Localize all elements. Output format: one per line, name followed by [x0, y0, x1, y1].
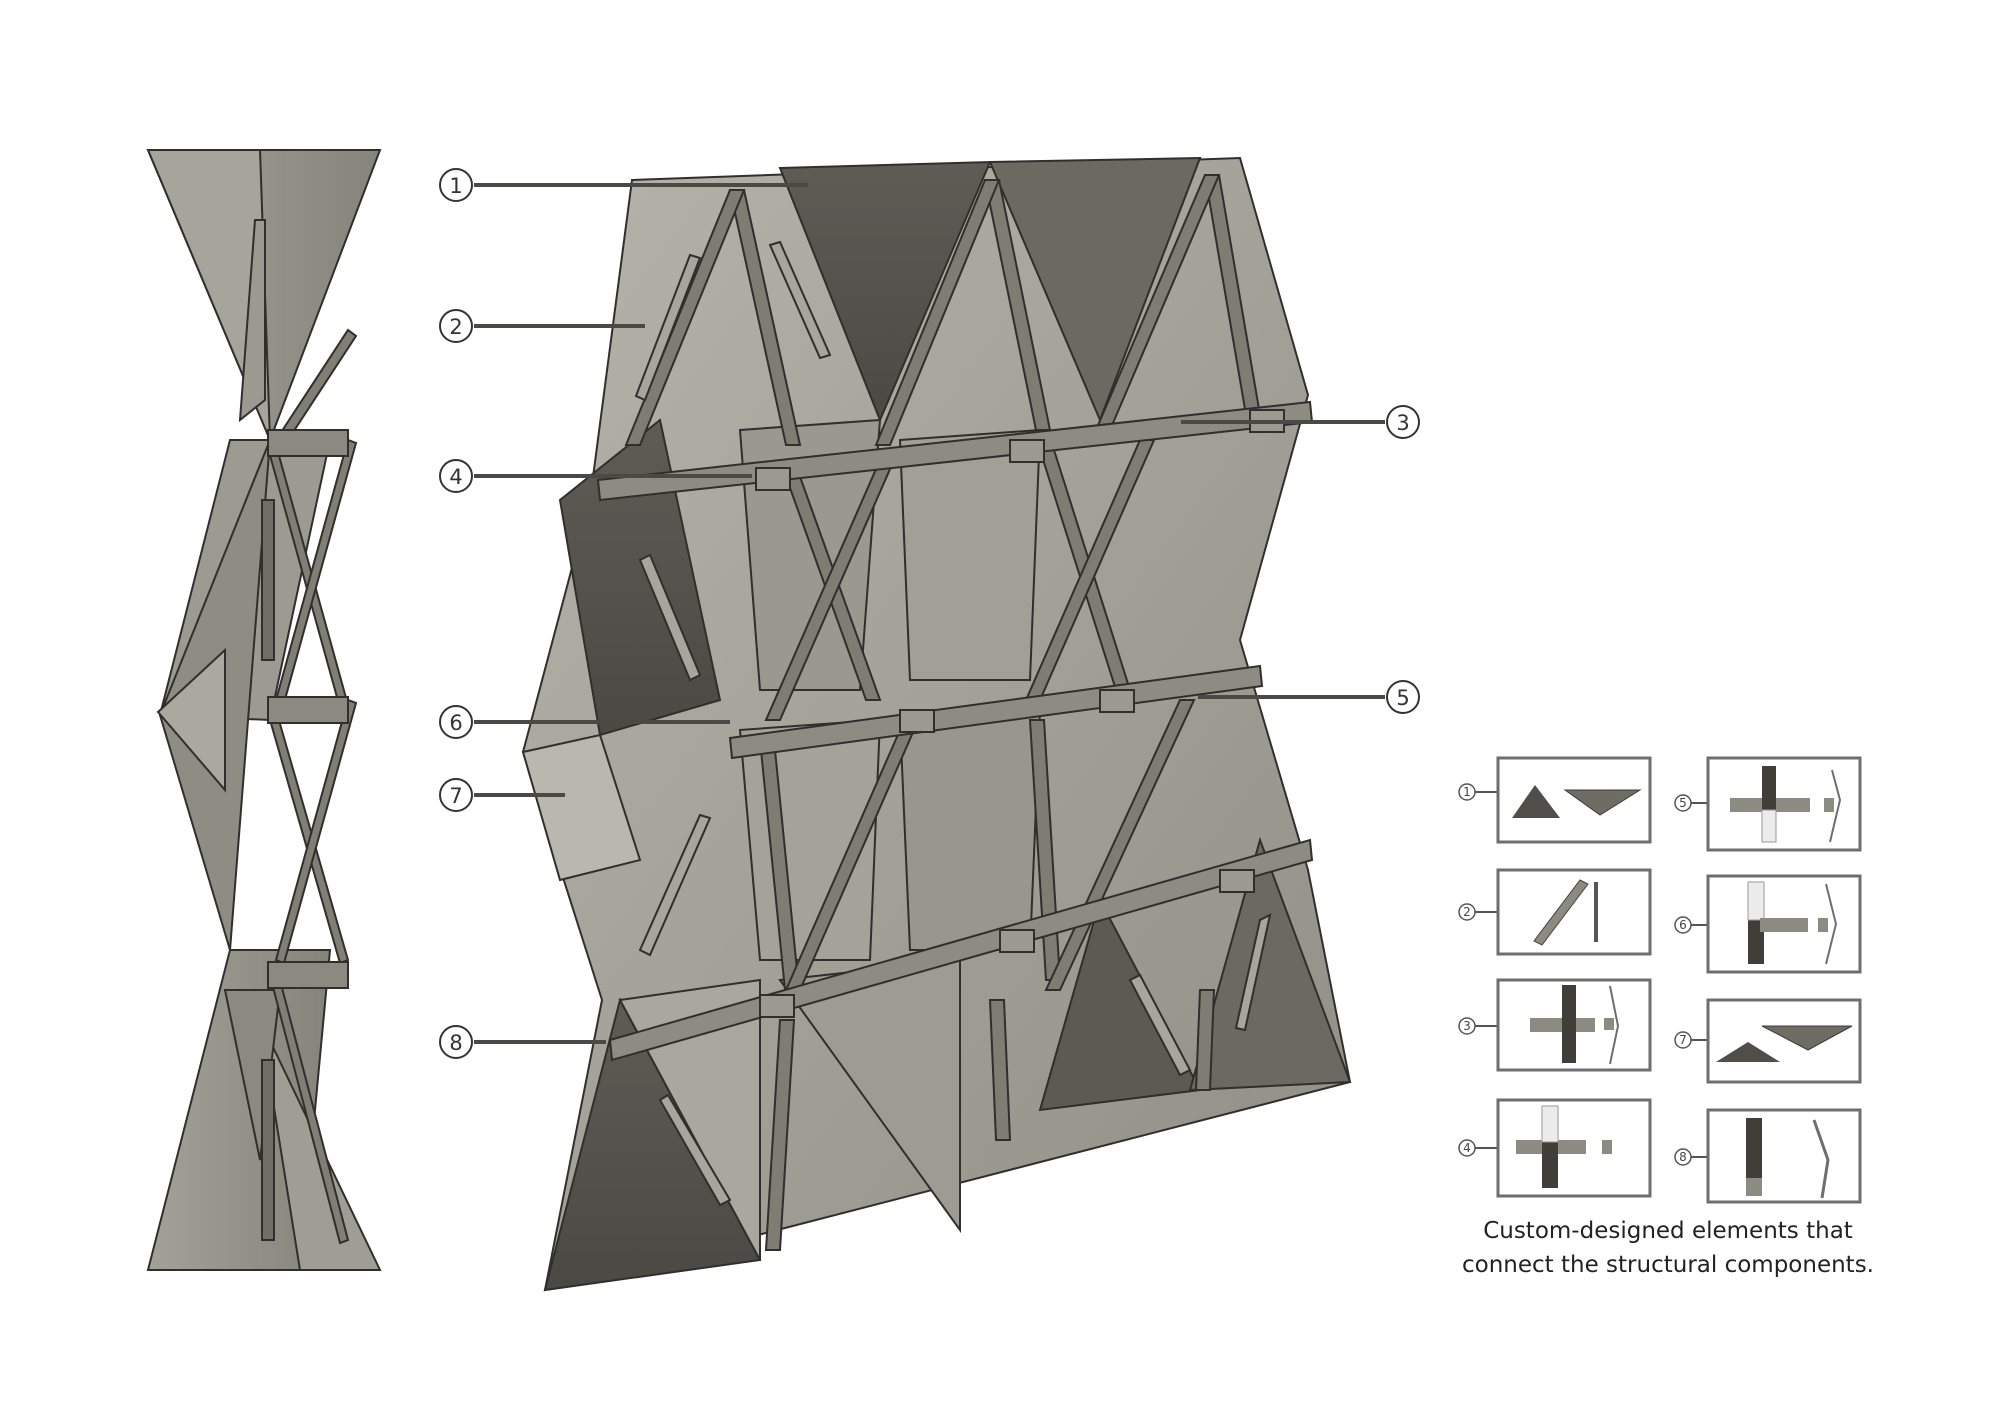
side-elevation-struts [238, 219, 358, 1245]
legend-item-8-number: 8 [1679, 1150, 1687, 1164]
legend-item-8: 8 [1674, 1108, 1862, 1204]
legend-item-4-number: 4 [1463, 1141, 1471, 1155]
callout-6-label: 6 [449, 711, 462, 735]
wall-side-plates [634, 240, 1272, 1207]
callout-1-label: 1 [449, 174, 462, 198]
callout-5: 5 [1386, 680, 1420, 714]
legend-item-2-number: 2 [1463, 905, 1471, 919]
callout-2: 2 [439, 309, 473, 343]
callout-8-label: 8 [449, 1031, 462, 1055]
callout-7: 7 [439, 778, 473, 812]
callout-2-label: 2 [449, 315, 462, 339]
legend-item-6-number: 6 [1679, 918, 1687, 932]
side-elevation-view [146, 149, 382, 1271]
legend-item-3: 3 [1458, 978, 1652, 1072]
legend-item-4: 4 [1458, 1098, 1652, 1198]
callout-leaders [474, 183, 1385, 1044]
legend-item-5: 5 [1674, 756, 1862, 852]
legend-caption-line-2: connect the structural components. [1462, 1252, 1874, 1278]
wall-diagonal-struts [624, 174, 1262, 1251]
callout-8: 8 [439, 1025, 473, 1059]
legend-item-1-number: 1 [1463, 785, 1471, 799]
legend-item-7: 7 [1674, 998, 1862, 1084]
wall-assembly-view [521, 156, 1352, 1292]
legend-item-6: 6 [1674, 874, 1862, 974]
callout-badges: 1 2 3 4 5 6 7 8 [439, 168, 1420, 1059]
legend-caption-line-1: Custom-designed elements that [1483, 1218, 1853, 1244]
callout-3: 3 [1386, 405, 1420, 439]
callout-4: 4 [439, 459, 473, 493]
callout-1: 1 [439, 168, 473, 202]
callout-4-label: 4 [449, 465, 462, 489]
wall-horizontal-beams [596, 400, 1314, 1062]
legend-item-7-number: 7 [1679, 1033, 1687, 1047]
callout-5-label: 5 [1396, 686, 1409, 710]
component-legend: 1 2 3 4 [1458, 756, 1862, 1204]
callout-6: 6 [439, 705, 473, 739]
callout-3-label: 3 [1396, 411, 1409, 435]
legend-item-1: 1 [1458, 756, 1652, 844]
legend-item-5-number: 5 [1679, 796, 1687, 810]
callout-7-label: 7 [449, 784, 462, 808]
legend-caption: Custom-designed elements that connect th… [1438, 1214, 1898, 1282]
legend-item-3-number: 3 [1463, 1019, 1471, 1033]
legend-item-2: 2 [1458, 868, 1652, 956]
